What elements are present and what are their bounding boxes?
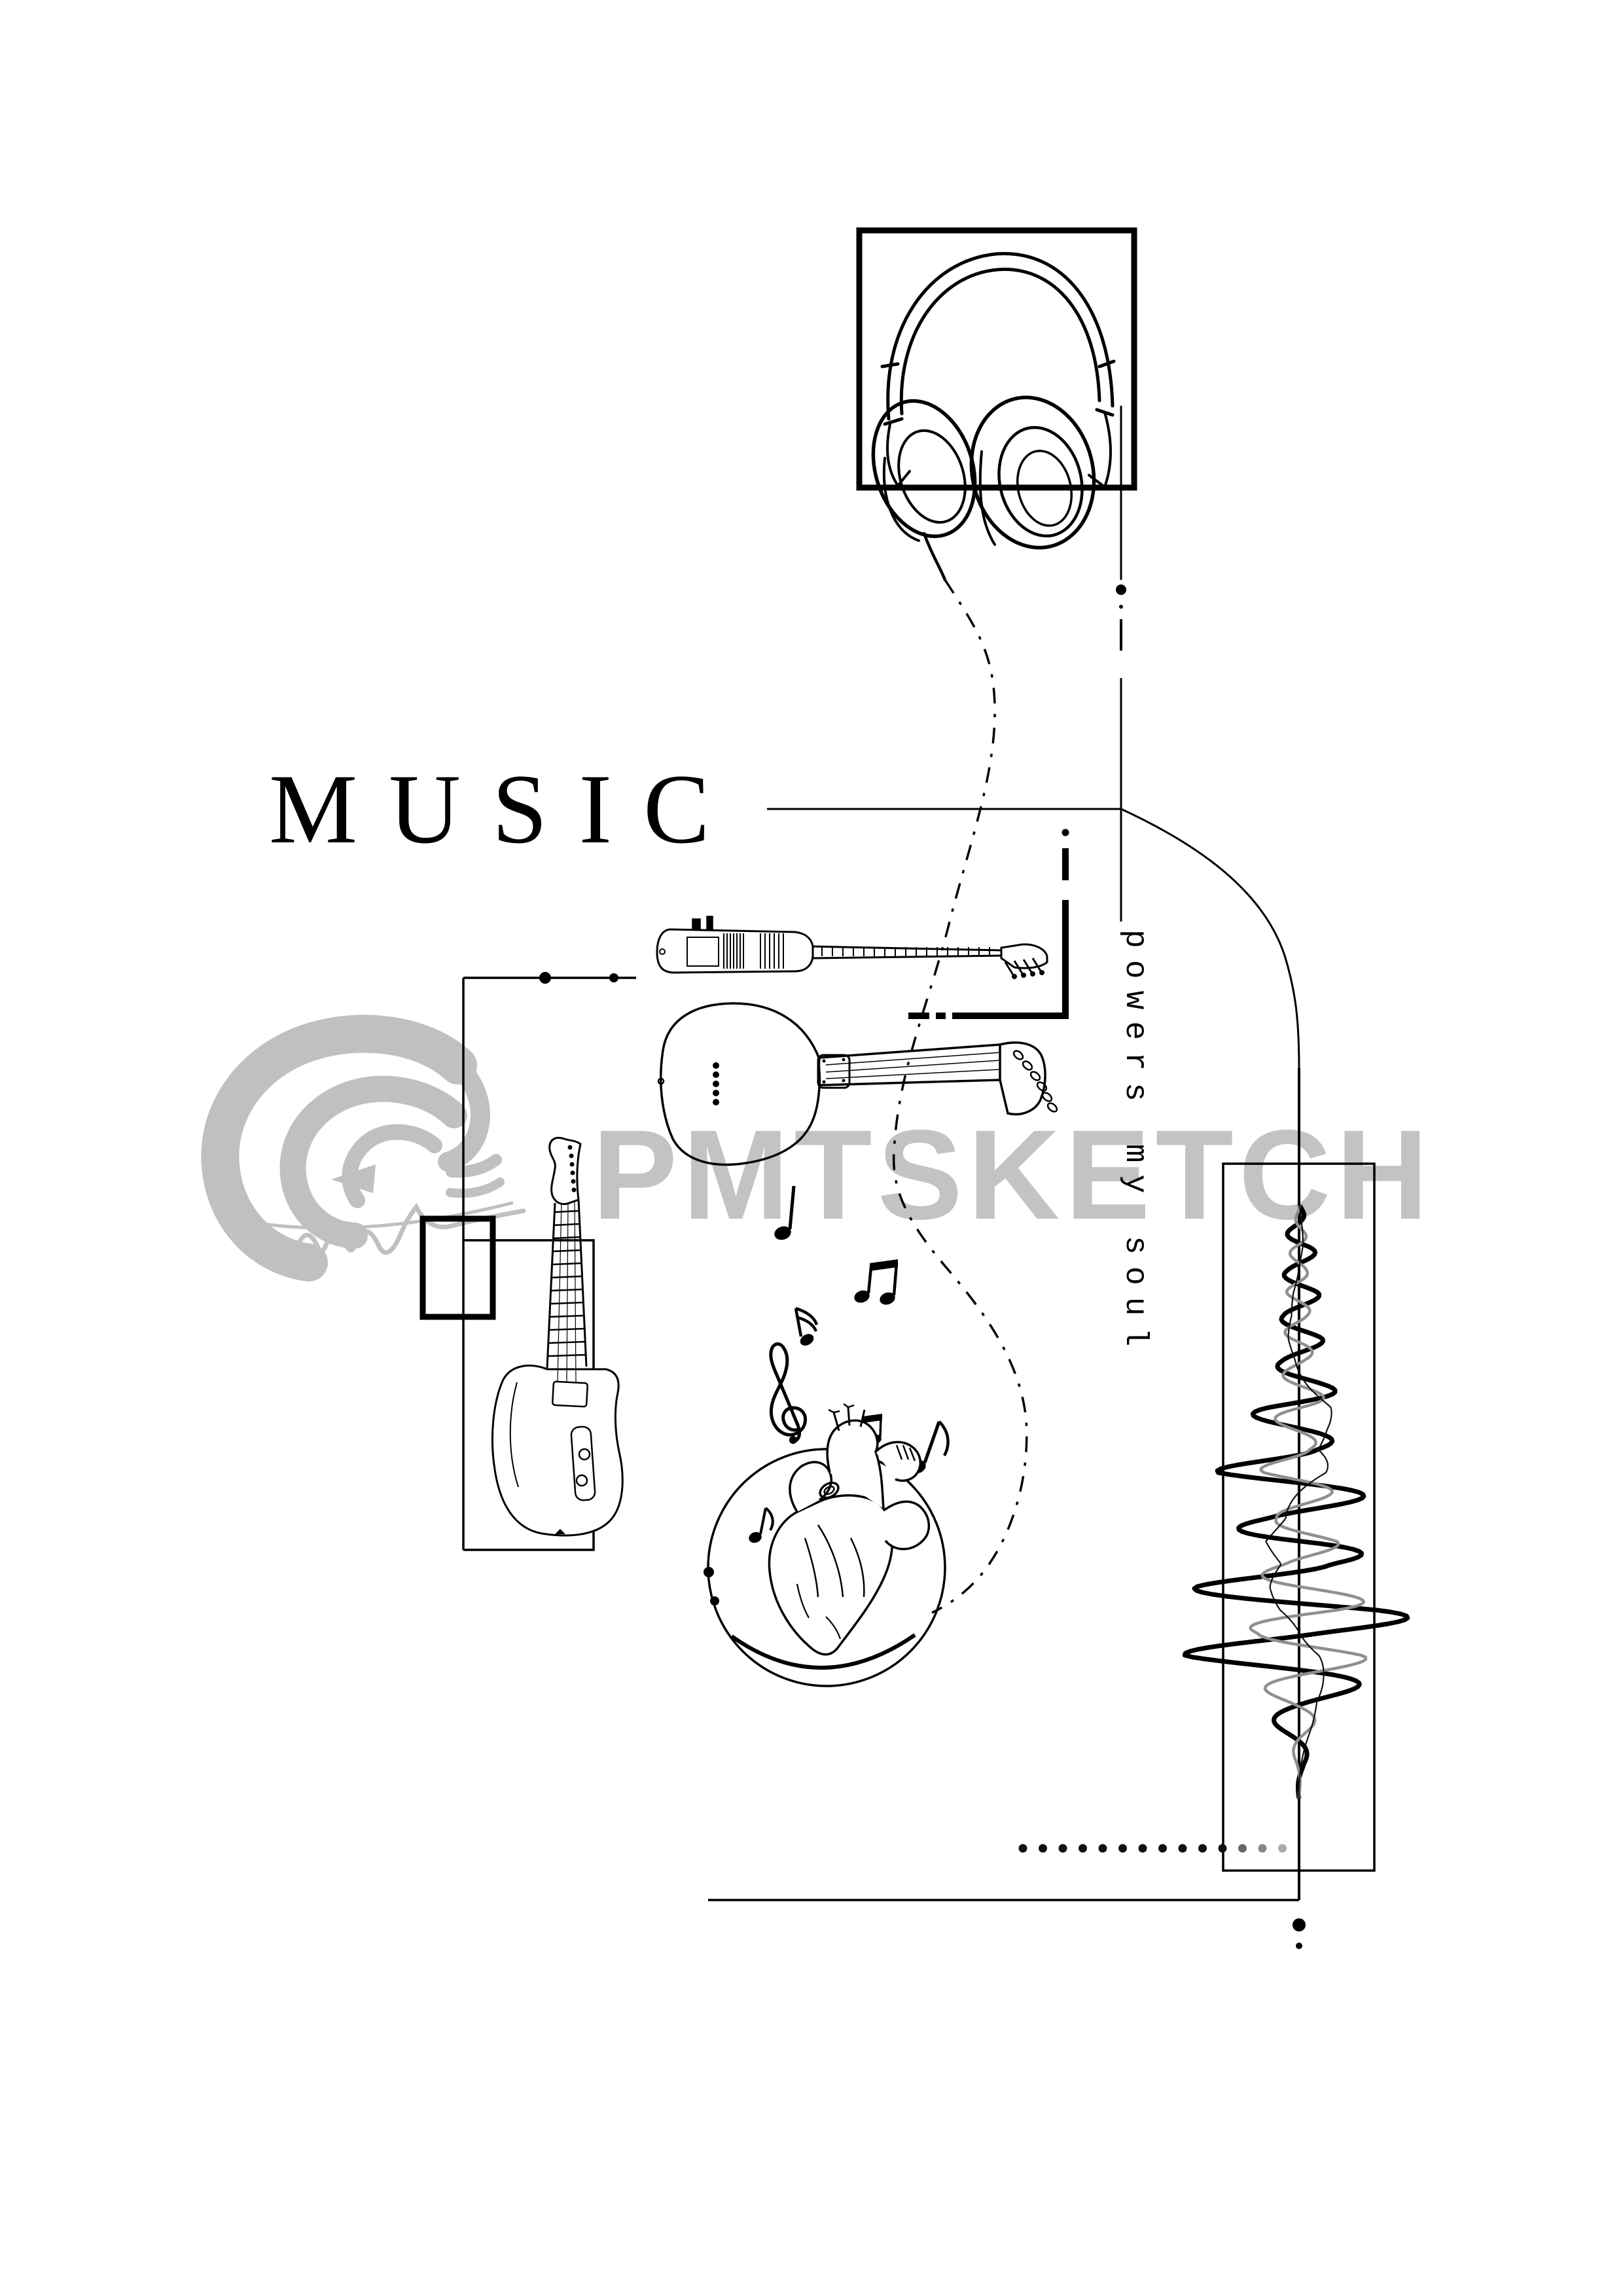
row-dot [1238, 1844, 1247, 1853]
left-corner-bracket [462, 972, 636, 1550]
dash-dot-corner-bracket [908, 829, 1069, 1019]
sketch-stroke [551, 1275, 582, 1279]
row-dot [1118, 1844, 1127, 1853]
sketch-stroke [550, 1288, 583, 1292]
sketch-stroke [550, 1301, 584, 1305]
sketch-stroke [552, 1249, 581, 1253]
waveform-stroke-1 [1249, 1205, 1368, 1799]
eighth-note-in-circle-icon [749, 1507, 774, 1543]
watermark-layer: PMTSKETCH [201, 1014, 1433, 1282]
treble-clef-icon [769, 1342, 807, 1444]
headphones-frame-box [856, 227, 1137, 491]
sketch-stroke [554, 1223, 580, 1227]
row-dot [1178, 1844, 1187, 1853]
headphone-cable-dashed-line [892, 579, 1028, 1614]
watermark-text: PMTSKETCH [592, 1103, 1433, 1246]
guitar-back-view-icon [657, 1002, 1058, 1166]
poster-title: MUSIC [269, 754, 741, 864]
row-dot [1039, 1844, 1047, 1853]
row-dot [1138, 1844, 1147, 1853]
bottom-dot-large [1293, 1918, 1306, 1931]
heart-in-circle-icon [704, 1403, 946, 1687]
bottom-dot-small [1296, 1943, 1302, 1949]
side-guitar-frets [821, 947, 990, 956]
quarter-note-icon [774, 1185, 796, 1240]
ear-swirl-logo-icon [201, 1014, 526, 1282]
beamed-notes-icon [854, 1259, 899, 1305]
row-dot [1079, 1844, 1087, 1853]
poster-tagline: powers my soul [1117, 929, 1152, 1358]
thick-accent-square [419, 1215, 496, 1320]
sketch-stroke [549, 1314, 584, 1318]
dotted-row [1018, 1844, 1287, 1853]
waveform-stroke-2 [1265, 1205, 1332, 1799]
ink-layer: MUSIC powers my soul [269, 227, 1410, 1949]
row-dot [1158, 1844, 1167, 1853]
anatomical-heart-icon [768, 1403, 931, 1656]
sweep-curve [1120, 808, 1300, 1069]
row-dot [1218, 1844, 1227, 1853]
row-dot [1098, 1844, 1107, 1853]
row-dot [1198, 1844, 1207, 1853]
row-dot [1258, 1844, 1267, 1853]
row-dot [1278, 1844, 1287, 1853]
row-dot [1058, 1844, 1067, 1853]
guitar-upright-icon [491, 1136, 624, 1537]
row-dot [1018, 1844, 1027, 1853]
sketch-stroke [553, 1236, 580, 1240]
sketch-stroke [554, 1210, 580, 1213]
guitar-side-view-icon [656, 916, 1048, 979]
sketch-stroke [552, 1262, 582, 1266]
right-accent-line [1116, 406, 1126, 922]
sixteenth-note-icon [794, 1306, 819, 1346]
headphones-icon [871, 252, 1116, 582]
side-guitar-hatch [723, 933, 784, 969]
